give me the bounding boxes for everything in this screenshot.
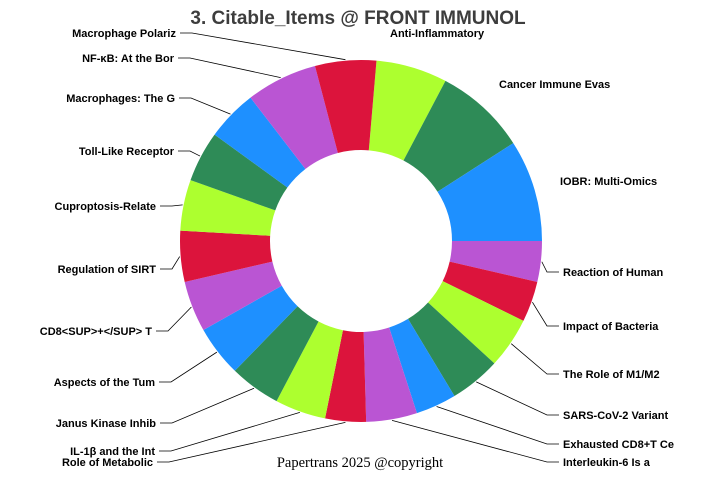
segment-label-7: SARS-CoV-2 Variant: [563, 410, 668, 422]
donut-segment-18: [214, 97, 306, 188]
donut-segment-14: [184, 261, 282, 330]
donut-segment-12: [234, 306, 319, 402]
leader-line-8: [436, 406, 559, 445]
leader-line-16: [160, 204, 183, 207]
donut-segment-13: [203, 285, 298, 371]
segment-label-11: IL-1β and the Int: [70, 446, 155, 458]
leader-line-20: [180, 32, 346, 61]
segment-label-4: Reaction of Human: [563, 267, 664, 279]
segment-label-9: Interleukin-6 Is a: [563, 457, 651, 469]
segment-label-5: Impact of Bacteria: [563, 321, 659, 333]
donut-segment-10: [325, 330, 367, 423]
segment-label-10: Role of Metabolic: [62, 457, 153, 469]
leader-line-4: [541, 261, 559, 273]
segment-label-19: NF-κB: At the Bor: [82, 53, 175, 65]
segment-label-1: Anti-Inflammatory: [390, 28, 485, 40]
segment-label-6: The Role of M1/M2: [563, 369, 660, 381]
leader-line-15: [160, 256, 181, 270]
segment-label-3: IOBR: Multi-Omics: [560, 176, 657, 188]
donut-segment-16: [180, 180, 276, 236]
donut-segment-3: [437, 143, 543, 241]
segment-label-15: Regulation of SIRT: [58, 264, 157, 276]
leader-line-10: [157, 421, 346, 463]
chart-title: 3. Citable_Items @ FRONT IMMUNOL: [190, 8, 526, 29]
segment-label-14: CD8<SUP>+</SUP> T: [40, 326, 152, 338]
leader-line-17: [178, 150, 201, 157]
leader-line-13: [159, 351, 218, 383]
segment-label-17: Toll-Like Receptor: [79, 146, 175, 158]
donut-segment-1: [368, 60, 446, 161]
donut-segment-17: [190, 134, 288, 211]
leader-line-18: [179, 97, 231, 115]
copyright-text: Papertrans 2025 @copyright: [277, 455, 443, 471]
donut-segment-4: [449, 241, 542, 282]
donut-segment-7: [407, 302, 495, 396]
leader-line-6: [510, 343, 559, 375]
leader-line-14: [156, 306, 192, 332]
segment-label-8: Exhausted CD8+T Ce: [563, 439, 674, 451]
donut-segment-2: [403, 80, 514, 192]
donut-segment-15: [180, 230, 273, 282]
donut-segment-5: [442, 261, 538, 321]
segment-label-13: Aspects of the Tum: [54, 377, 155, 389]
segment-label-16: Cuproptosis-Relate: [55, 201, 156, 213]
segment-label-20: Macrophage Polariz: [72, 28, 176, 40]
donut-segment-6: [428, 281, 524, 364]
donut-segment-9: [363, 327, 417, 422]
leader-line-19: [178, 57, 281, 79]
leader-line-7: [476, 381, 559, 416]
leader-line-5: [532, 301, 559, 327]
donut-segment-8: [389, 318, 455, 414]
leader-line-11: [159, 412, 300, 452]
leader-line-9: [391, 419, 559, 463]
donut-segment-20: [314, 59, 377, 153]
segment-label-2: Cancer Immune Evas: [499, 79, 610, 91]
donut-segments-group: [180, 59, 543, 423]
leader-lines-group: [156, 32, 559, 463]
donut-segment-19: [250, 65, 338, 169]
donut-segment-11: [276, 321, 343, 419]
segment-label-12: Janus Kinase Inhib: [56, 418, 157, 430]
leader-line-12: [160, 387, 255, 424]
segment-label-18: Macrophages: The G: [66, 93, 175, 105]
